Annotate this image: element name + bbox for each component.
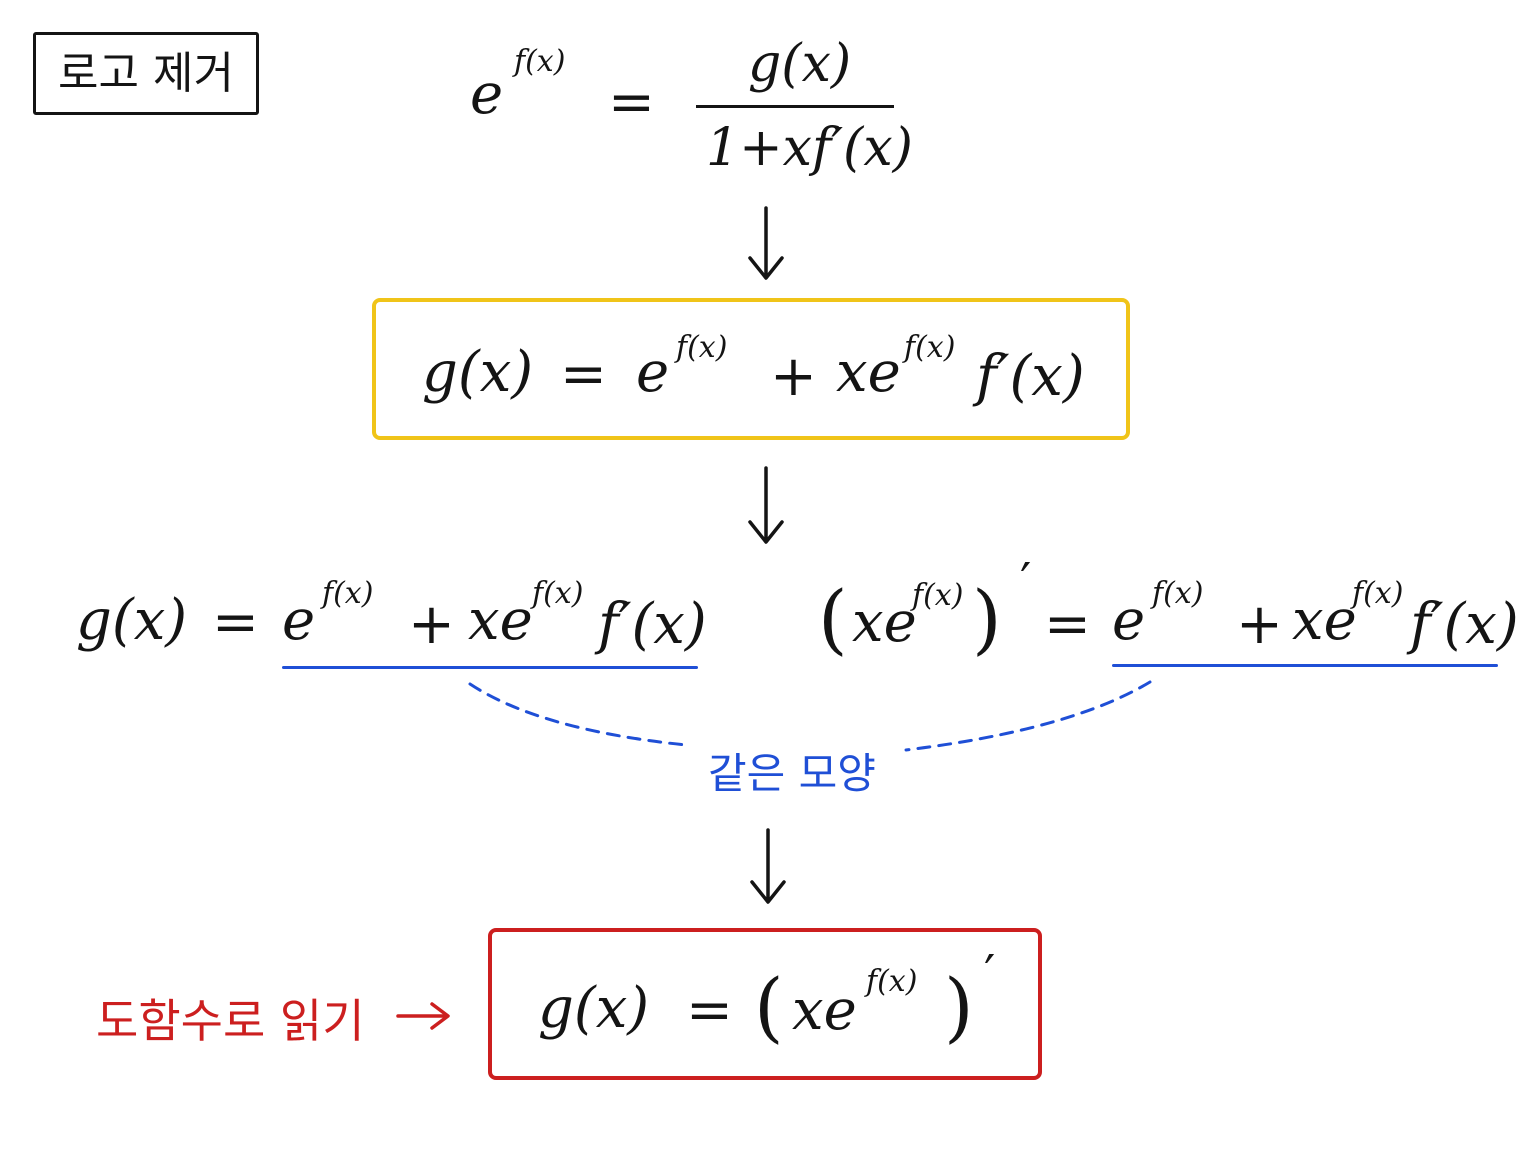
step3-right-close-paren: ) <box>972 574 1002 663</box>
step3-right-equals: = <box>1044 592 1091 657</box>
down-arrow-3 <box>750 828 786 904</box>
step3-right-term1-exponent: f(x) <box>1152 576 1204 611</box>
step4-close-paren: ) <box>944 962 974 1051</box>
step3-right-open-paren: ( <box>818 574 848 663</box>
same-shape-label: 같은 모양 <box>708 749 876 798</box>
step3-left-term2-tail: f′(x) <box>598 592 707 657</box>
step2-term2-exponent: f(x) <box>904 330 956 365</box>
step2-term1-base: e <box>636 340 670 405</box>
step3-right-term2-tail: f′(x) <box>1410 592 1519 657</box>
step2-plus: + <box>770 344 817 409</box>
step3-left-plus: + <box>408 592 455 657</box>
down-arrow-2 <box>748 466 784 544</box>
step4-prime: ′ <box>984 944 996 1002</box>
step4-inner-base: xe <box>792 978 857 1043</box>
step3-right-term1-base: e <box>1112 588 1146 653</box>
down-arrow-1 <box>748 206 784 280</box>
step1-denominator: 1+xf′(x) <box>706 118 913 178</box>
step2-term1-exponent: f(x) <box>676 330 728 365</box>
step3-right-plus: + <box>1236 592 1283 657</box>
step3-left-term2-base: xe <box>468 588 533 653</box>
step3-right-prime: ′ <box>1020 552 1032 610</box>
step1-fraction-bar <box>696 105 894 108</box>
highlight-box-yellow <box>372 298 1130 440</box>
step2-lhs: g(x) <box>422 340 534 405</box>
right-arrow-red <box>396 1002 450 1030</box>
title-label: 로고 제거 <box>58 48 234 99</box>
step3-left-lhs: g(x) <box>76 588 188 653</box>
underline-right <box>1112 664 1498 667</box>
step3-left-term1-base: e <box>282 588 316 653</box>
title-box <box>33 32 259 115</box>
step2-equals: = <box>560 342 607 407</box>
step1-numerator: g(x) <box>748 34 852 94</box>
result-box-red <box>488 928 1042 1080</box>
step3-right-inner-base: xe <box>852 590 917 655</box>
step3-right-term2-exponent: f(x) <box>1352 576 1404 611</box>
step3-left-equals: = <box>212 590 259 655</box>
step4-inner-exponent: f(x) <box>866 964 918 999</box>
step3-right-inner-exponent: f(x) <box>912 578 964 613</box>
step1-lhs-exponent: f(x) <box>514 44 566 79</box>
step2-term2-tail: f′(x) <box>976 344 1085 409</box>
step1-lhs-base: e <box>470 62 504 127</box>
step1-equals: = <box>608 70 655 135</box>
derivative-reading-label: 도함수로 읽기 <box>96 994 365 1048</box>
step3-left-term2-exponent: f(x) <box>532 576 584 611</box>
step3-left-term1-exponent: f(x) <box>322 576 374 611</box>
step4-open-paren: ( <box>754 962 784 1051</box>
underline-left <box>282 666 698 669</box>
step4-equals: = <box>686 978 733 1043</box>
step2-term2-base: xe <box>836 340 901 405</box>
step3-right-term2-base: xe <box>1292 588 1357 653</box>
step4-lhs: g(x) <box>538 976 650 1041</box>
